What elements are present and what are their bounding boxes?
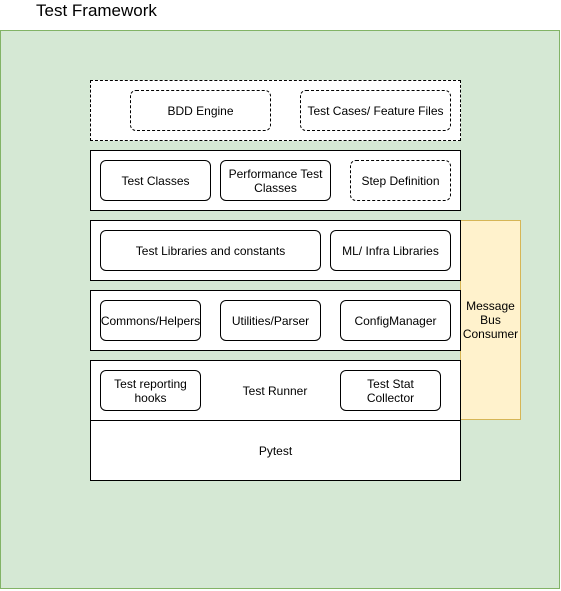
diagram-title: Test Framework bbox=[36, 1, 157, 20]
test-libraries-box: Test Libraries and constants bbox=[100, 230, 321, 271]
config-manager-box: ConfigManager bbox=[340, 300, 451, 341]
test-reporting-hooks-box: Test reporting hooks bbox=[100, 370, 201, 411]
test-runner-label: Test Runner bbox=[242, 383, 308, 398]
message-bus-consumer: Message Bus Consumer bbox=[460, 220, 521, 420]
test-classes-box: Test Classes bbox=[100, 160, 211, 201]
utilities-parser-box: Utilities/Parser bbox=[220, 300, 321, 341]
pytest-label: Pytest bbox=[258, 443, 293, 458]
ml-infra-libraries-box: ML/ Infra Libraries bbox=[330, 230, 451, 271]
step-definition-box: Step Definition bbox=[350, 160, 451, 201]
pytest-layer bbox=[90, 420, 461, 481]
test-stat-collector-box: Test Stat Collector bbox=[340, 370, 441, 411]
bdd-engine-box: BDD Engine bbox=[130, 90, 271, 131]
test-cases-feature-files-box: Test Cases/ Feature Files bbox=[300, 90, 451, 131]
performance-test-classes-box: Performance Test Classes bbox=[220, 160, 331, 201]
commons-helpers-box: Commons/Helpers bbox=[100, 300, 201, 341]
